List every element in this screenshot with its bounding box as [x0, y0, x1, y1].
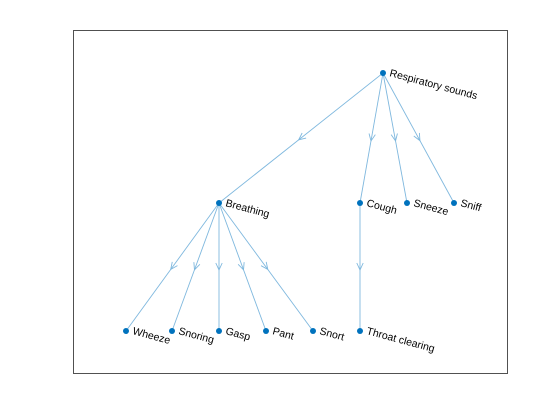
edge-arrow [260, 261, 269, 271]
node-snoring [169, 328, 175, 334]
edge-arrow [297, 132, 307, 141]
node-throat [357, 328, 363, 334]
node-label-sniff: Sniff [459, 197, 482, 214]
edge-root-breathing [218, 72, 384, 204]
edge-breathing-snoring [171, 202, 220, 332]
edge-arrow [193, 262, 201, 271]
edge-breathing-gasp [215, 203, 223, 331]
node-snort [310, 328, 316, 334]
edge-line [382, 72, 408, 204]
axes-box [73, 30, 508, 374]
edge-arrow [368, 133, 376, 143]
edge-line [171, 202, 220, 332]
edge-line [218, 202, 314, 332]
edge-root-sneeze [382, 72, 408, 204]
node-cough [357, 200, 363, 206]
edges-layer [125, 72, 455, 332]
node-root [380, 70, 386, 76]
nodes-layer [123, 70, 457, 334]
node-sneeze [404, 200, 410, 206]
edge-line [218, 72, 384, 204]
edge-breathing-pant [218, 202, 267, 332]
node-gasp [216, 328, 222, 334]
edge-arrow [215, 262, 223, 272]
node-label-pant: Pant [271, 325, 295, 342]
edge-arrow [356, 262, 364, 272]
edge-root-cough [359, 72, 384, 204]
edge-line [218, 202, 267, 332]
edge-arrow [170, 261, 178, 271]
edge-line [359, 72, 384, 204]
edge-line [125, 202, 220, 332]
node-wheeze [123, 328, 129, 334]
edge-arrow [413, 132, 421, 142]
node-sniff [451, 200, 457, 206]
edge-breathing-snort [218, 202, 314, 332]
edge-breathing-wheeze [125, 202, 220, 332]
edge-arrow [390, 133, 398, 143]
node-breathing [216, 200, 222, 206]
edge-line [382, 72, 455, 204]
node-pant [263, 328, 269, 334]
edge-cough-throat [356, 203, 364, 331]
edge-arrow [237, 262, 245, 271]
edge-root-sniff [382, 72, 455, 204]
